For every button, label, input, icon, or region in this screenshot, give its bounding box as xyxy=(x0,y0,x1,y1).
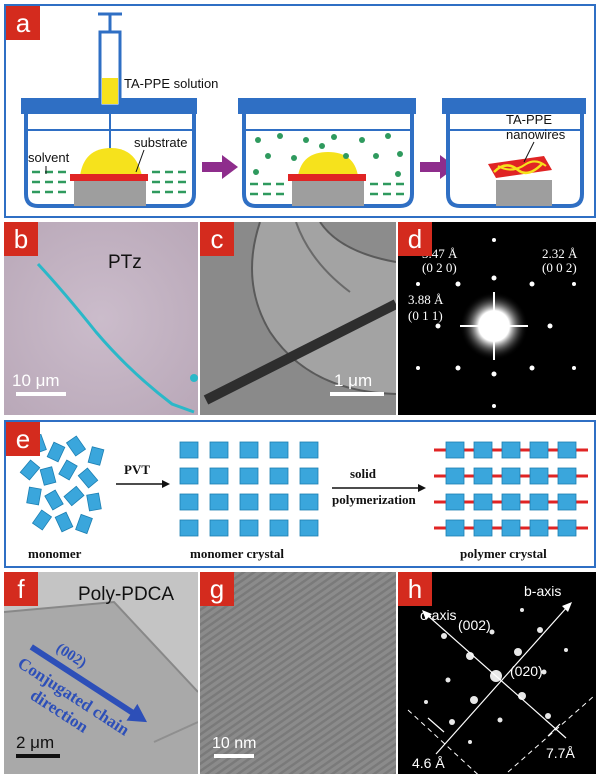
solution-label: TA-PPE solution xyxy=(124,76,218,91)
beaker-2 xyxy=(238,98,416,208)
hkl-020: (020) xyxy=(510,663,543,679)
b-axis-label: b-axis xyxy=(524,583,561,599)
b-axis-line xyxy=(435,605,569,755)
arrow-1 xyxy=(202,155,238,179)
panel-label-g: g xyxy=(200,572,234,606)
panel-c: c 1 μm xyxy=(200,222,396,415)
panel-b: b PTz 10 μm xyxy=(4,222,198,415)
vapor-dots xyxy=(253,133,403,177)
chain-direction-arrow xyxy=(29,644,136,716)
step-polymerization: polymerization xyxy=(332,492,417,507)
substrate xyxy=(70,174,148,181)
panel-b-title: PTz xyxy=(108,252,142,273)
caption-monomer: monomer xyxy=(28,546,82,561)
scale-bar-c xyxy=(330,392,384,396)
spacing-7-7: 7.7Å xyxy=(546,745,575,761)
panel-label-a: a xyxy=(6,6,40,40)
ptz-fiber xyxy=(36,262,195,414)
hkl-002: (002) xyxy=(458,617,491,633)
c-axis-line xyxy=(425,613,567,739)
panel-g: g 10 nm xyxy=(200,572,396,774)
scale-bar-b xyxy=(16,392,66,396)
scale-bar-f xyxy=(16,754,60,758)
panel-label-e: e xyxy=(6,422,40,456)
diffraction-spots xyxy=(416,238,576,408)
crystal-flake xyxy=(4,602,198,774)
substrate-label: substrate xyxy=(134,135,187,150)
spacing-4-6: 4.6 Å xyxy=(412,755,445,771)
panel-label-f: f xyxy=(4,572,38,606)
panel-label-c: c xyxy=(200,222,234,256)
spot-3-hkl: (0 1 1) xyxy=(408,308,443,323)
panel-label-d: d xyxy=(398,222,432,256)
spot-3-d: 3.88 Å xyxy=(408,292,444,307)
ta-ppe-wire xyxy=(203,299,396,405)
step-solid: solid xyxy=(350,466,377,481)
scale-label-b: 10 μm xyxy=(12,371,60,390)
panel-label-h: h xyxy=(398,572,432,606)
panel-d: d 3.47 Å (0 2 0) 2.32 Å (0 0 2) 3.88 Å (… xyxy=(398,222,596,415)
nanowires-label-2: nanowires xyxy=(506,127,566,142)
panel-h: h c-axis b-axis (002) (020) 4.6 Å 7.7Å xyxy=(398,572,596,774)
panel-label-b: b xyxy=(4,222,38,256)
panel-e: e monomer PVT xyxy=(4,420,596,568)
beaker-3 xyxy=(442,98,586,208)
panel-a: a TA-PPE solution solvent xyxy=(4,4,596,218)
step-pvt: PVT xyxy=(124,462,150,477)
polymer-crystal xyxy=(434,441,588,537)
scale-bar-g xyxy=(214,754,254,758)
nanowires-label-1: TA-PPE xyxy=(506,112,552,127)
spot-2-d: 2.32 Å xyxy=(542,246,578,261)
stage xyxy=(74,181,146,206)
panel-f: f Poly-PDCA (002) Conjugated chain direc… xyxy=(4,572,198,774)
c-axis-label: c-axis xyxy=(420,607,457,623)
scale-label-g: 10 nm xyxy=(212,735,256,752)
spot-1-hkl: (0 2 0) xyxy=(422,260,457,275)
scale-label-f: 2 μm xyxy=(16,733,54,752)
solution-droplet xyxy=(80,148,142,176)
scale-label-c: 1 μm xyxy=(334,371,372,390)
solvent-label: solvent xyxy=(28,150,70,165)
spot-2-hkl: (0 0 2) xyxy=(542,260,577,275)
solvent-lines xyxy=(32,170,190,194)
caption-polymer-crystal: polymer crystal xyxy=(460,546,547,561)
panel-a-diagram: TA-PPE solution solvent substrate xyxy=(21,12,586,208)
panel-f-title: Poly-PDCA xyxy=(78,584,174,605)
caption-monomer-crystal: monomer crystal xyxy=(190,546,284,561)
monomer-crystal xyxy=(179,441,319,537)
